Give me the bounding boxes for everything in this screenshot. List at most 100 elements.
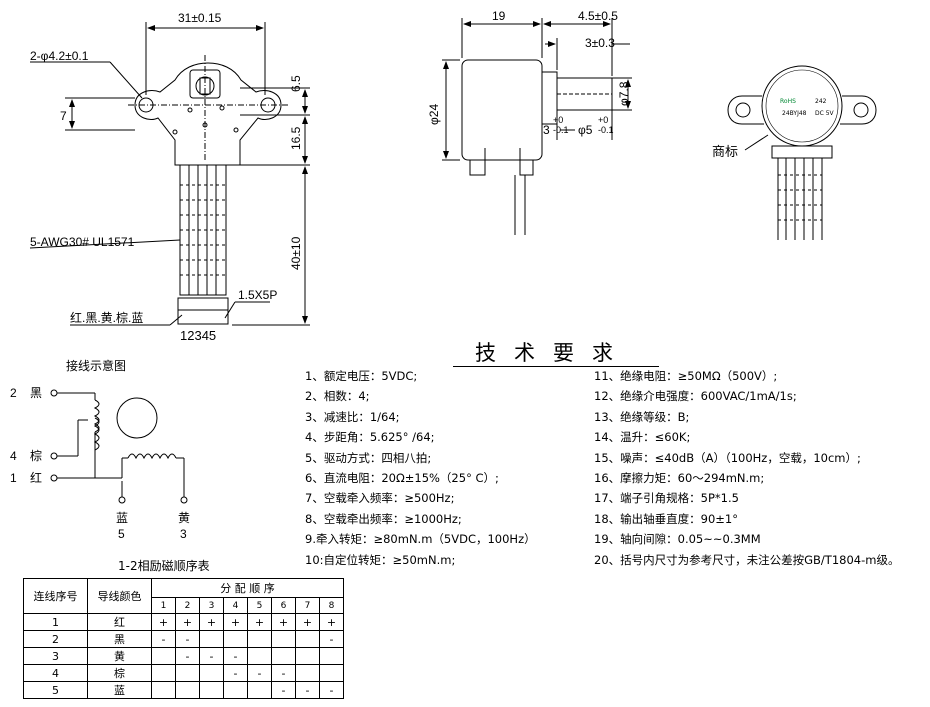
dim-3-tol-upper: +0 (553, 115, 564, 125)
spec-item: 5、驱动方式：四相八拍; (305, 450, 432, 465)
step-cell: - (223, 647, 248, 665)
spec-title-underline (453, 366, 659, 367)
step-cell (151, 647, 176, 665)
step-cell: + (271, 613, 296, 631)
label-242: 242 (815, 98, 827, 105)
row-color: 黑 (87, 630, 152, 648)
dim-7-8: φ7.8 (617, 81, 631, 106)
spec-item: 20、括号内尺寸为参考尺寸，未注公差按GB/T1804-m级。 (594, 552, 900, 567)
step-cell: - (319, 630, 344, 648)
spec-item: 14、温升：≤60K; (594, 430, 691, 445)
spec-item: 7、空载牵入频率：≥500Hz; (305, 491, 455, 506)
spec-item: 15、噪声：≤40dB（A）（100Hz，空载，10cm）; (594, 450, 861, 465)
side-view (442, 18, 632, 235)
dim-mounting-holes: 2-φ4.2±0.1 (30, 49, 89, 63)
step-header: 8 (319, 597, 344, 614)
spec-item: 3、减速比：1/64; (305, 409, 400, 424)
step-cell (175, 664, 200, 682)
step-cell: - (271, 681, 296, 699)
dim-3-tol-lower: -0.1 (553, 125, 569, 135)
spec-item: 12、绝缘介电强度：600VAC/1mA/1s; (594, 389, 797, 404)
label-voltage: DC 5V (815, 110, 834, 117)
pin-3-color: 黄 (178, 511, 191, 525)
step-cell (271, 647, 296, 665)
dim-24: φ24 (427, 103, 441, 125)
row-color: 棕 (87, 664, 152, 682)
spec-list-left: 1、额定电压：5VDC;2、相数：4;3、减速比：1/64;4、步距角：5.62… (305, 366, 536, 570)
spec-item: 17、端子引角规格：5P*1.5 (594, 491, 739, 506)
pin-5-color: 蓝 (116, 511, 129, 525)
step-cell (319, 664, 344, 682)
label-view (727, 65, 877, 240)
step-cell: - (175, 630, 200, 648)
step-cell: + (319, 613, 344, 631)
spec-title: 技术要求 (475, 341, 631, 365)
step-cell (199, 630, 224, 648)
step-cell: - (295, 681, 320, 699)
pin-1-num: 1 (10, 471, 17, 485)
row-color: 红 (87, 613, 152, 631)
spec-item: 8、空载牵出频率：≥1000Hz; (305, 511, 462, 526)
wire-spec-label: 5-AWG30# UL1571 (30, 235, 135, 249)
step-cell: + (175, 613, 200, 631)
step-header: 4 (223, 597, 248, 614)
trademark-label: 商标 (712, 144, 739, 159)
pin-1-color: 红 (30, 471, 43, 485)
step-cell: + (199, 613, 224, 631)
spec-item: 6、直流电阻：20Ω±15%（25° C）; (305, 470, 499, 485)
pin-3-num: 3 (180, 527, 187, 541)
dim-16-5: 16.5 (289, 126, 303, 150)
pin-numbers: 12345 (180, 328, 217, 343)
step-cell: - (319, 681, 344, 699)
spec-item: 11、绝缘电阻：≥50MΩ（500V）; (594, 369, 778, 383)
header-seq: 连线序号 (23, 578, 88, 614)
row-color: 黄 (87, 647, 152, 665)
dim-5-tol-lower: -0.1 (598, 125, 614, 135)
step-cell (151, 664, 176, 682)
wiring-title: 接线示意图 (66, 359, 127, 373)
step-header: 7 (295, 597, 320, 614)
spec-item: 10:自定位转矩：≥50mN.m; (305, 552, 456, 567)
pin-2-num: 2 (10, 386, 17, 400)
step-cell: + (223, 613, 248, 631)
front-view (29, 22, 310, 326)
pin-4-color: 棕 (30, 449, 43, 463)
spec-item: 2、相数：4; (305, 389, 370, 404)
header-color: 导线颜色 (87, 578, 152, 614)
wiring-diagram (50, 389, 188, 504)
dim-40: 40±10 (289, 236, 303, 270)
step-cell: + (295, 613, 320, 631)
step-cell (247, 630, 272, 648)
row-seq: 5 (23, 681, 88, 699)
spec-item: 13、绝缘等级：B; (594, 409, 690, 424)
step-cell: - (247, 664, 272, 682)
dim-5-main: φ5 (578, 123, 593, 137)
step-cell (247, 647, 272, 665)
sequence-table-title: 1-2相励磁顺序表 (118, 559, 210, 573)
step-cell (271, 630, 296, 648)
spec-item: 4、步距角：5.625° /64; (305, 430, 435, 445)
header-assign: 分 配 顺 序 (151, 578, 344, 598)
row-seq: 2 (23, 630, 88, 648)
pin-5-num: 5 (118, 527, 125, 541)
step-cell (223, 630, 248, 648)
dim-left-7: 7 (60, 109, 67, 123)
step-cell (319, 647, 344, 665)
connector-label: 1.5X5P (238, 288, 278, 302)
dim-5-tol-upper: +0 (598, 115, 609, 125)
pin-4-num: 4 (10, 449, 17, 463)
row-seq: 3 (23, 647, 88, 665)
step-header: 6 (271, 597, 296, 614)
step-header: 3 (199, 597, 224, 614)
dim-19: 19 (492, 9, 506, 23)
row-seq: 1 (23, 613, 88, 631)
step-cell: - (223, 664, 248, 682)
step-cell (223, 681, 248, 699)
step-cell (175, 681, 200, 699)
